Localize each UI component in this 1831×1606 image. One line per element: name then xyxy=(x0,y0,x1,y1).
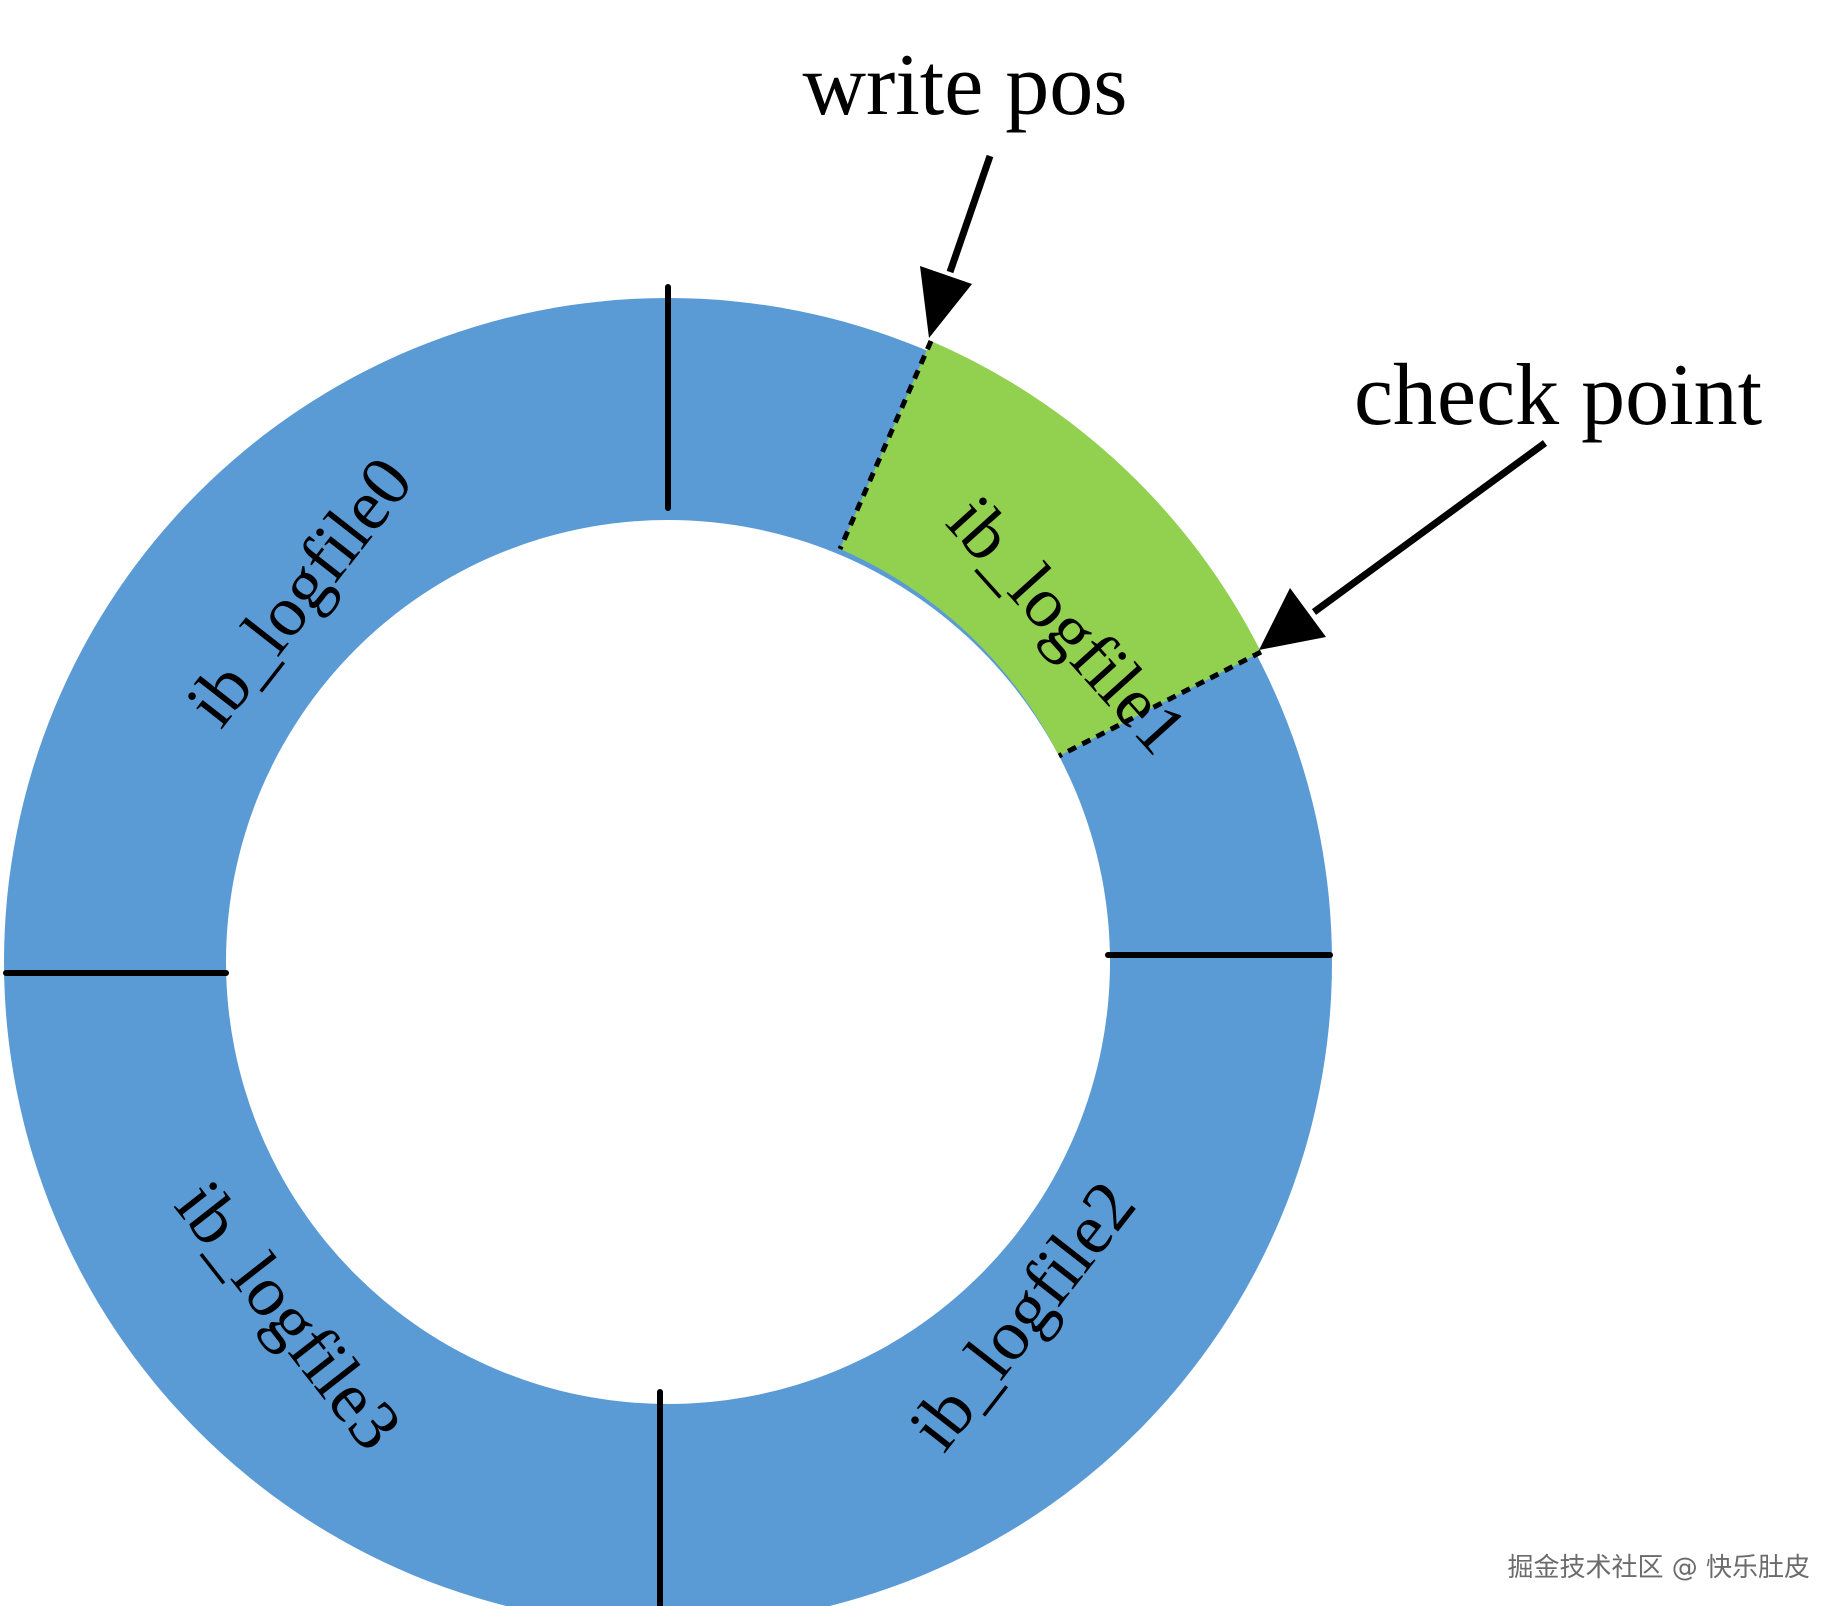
check-point-label: check point xyxy=(1354,347,1762,444)
write-pos-arrow xyxy=(920,154,994,338)
active-region xyxy=(840,341,1261,756)
check-point-marker xyxy=(1057,649,1263,759)
file-boundaries xyxy=(3,284,1333,1606)
write-pos-marker xyxy=(837,339,934,551)
pointer-markers xyxy=(837,339,1263,759)
watermark: 掘金技术社区 @ 快乐肚皮 xyxy=(1507,1553,1810,1583)
check-point-arrow xyxy=(1259,440,1548,650)
write-pos-label: write pos xyxy=(802,37,1127,134)
